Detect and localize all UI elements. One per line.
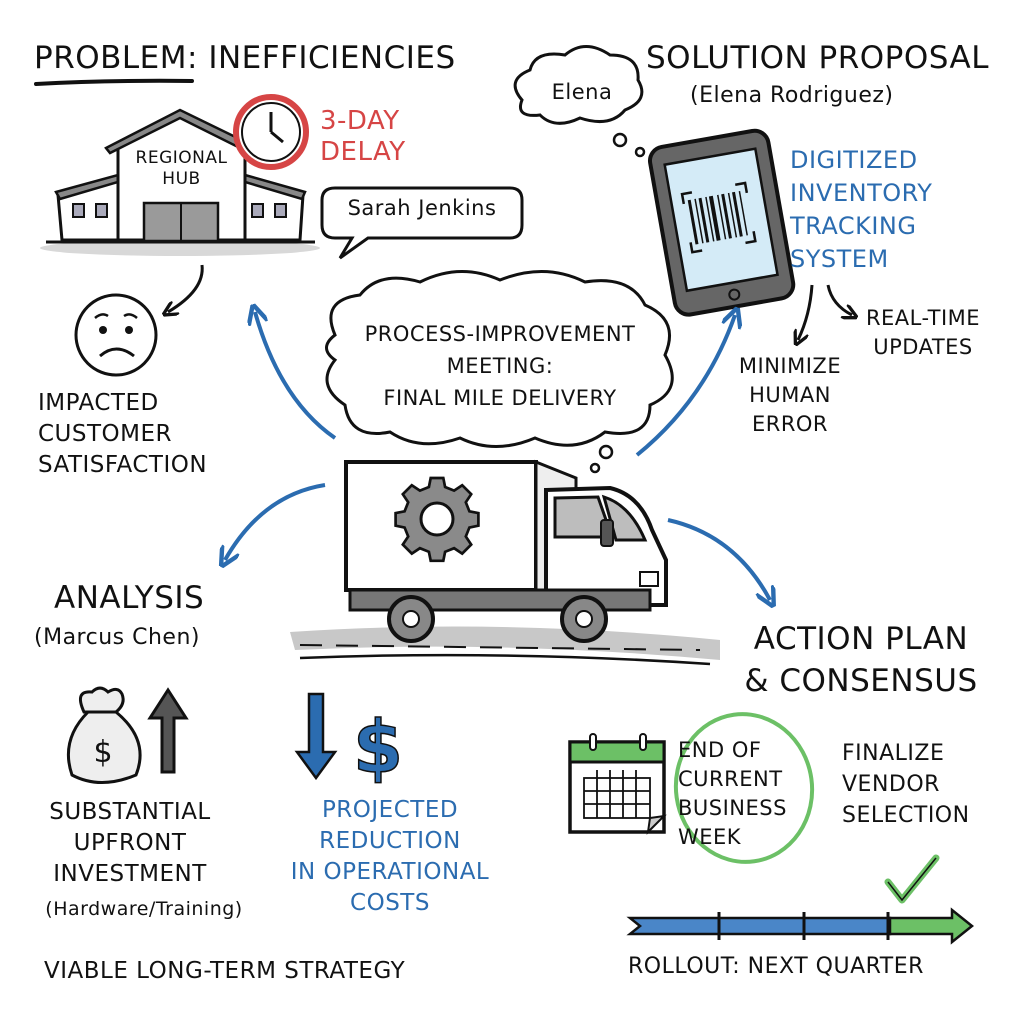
arrow-to-analysis	[225, 483, 326, 560]
sad-face-icon	[74, 293, 158, 377]
arrow-to-problem	[255, 312, 337, 440]
highlight-circle	[673, 712, 815, 864]
tablet-icon	[647, 128, 796, 317]
arrow-up-icon	[147, 687, 189, 774]
action-heading: ACTION PLAN & CONSENSUS	[744, 621, 978, 699]
warehouse-icon	[40, 108, 320, 256]
road	[290, 626, 720, 666]
timeline-label: ROLLOUT: NEXT QUARTER	[628, 954, 924, 979]
arrow-to-realtime	[826, 284, 852, 315]
arrow-to-minimize	[798, 284, 814, 340]
arrow-down-icon	[294, 692, 338, 781]
check-icon	[884, 854, 940, 904]
arrow-to-impact	[168, 264, 204, 312]
speaker-name: Sarah Jenkins	[347, 196, 497, 220]
deadline-label: END OF CURRENT BUSINESS WEEK	[678, 738, 787, 849]
problem-heading-main: PROBLEM	[34, 40, 188, 76]
meeting-cloud	[325, 270, 674, 448]
dollar-icon: $	[353, 705, 403, 789]
speech-bubble	[320, 186, 524, 260]
benefit-real-time: REAL-TIME UPDATES	[865, 306, 981, 359]
delay-label: 3-DAY DELAY	[320, 106, 406, 167]
title-underline	[34, 78, 194, 86]
impact-label: IMPACTED CUSTOMER SATISFACTION	[38, 390, 208, 478]
building-label: REGIONAL HUB	[135, 148, 228, 189]
arrow-to-solution	[635, 315, 735, 457]
solution-heading: SOLUTION PROPOSAL	[646, 40, 989, 76]
analysis-heading: ANALYSIS	[54, 580, 205, 616]
vendor-task-label: FINALIZE VENDOR SELECTION	[842, 741, 970, 828]
strategy-conclusion: VIABLE LONG-TERM STRATEGY	[44, 958, 406, 984]
gear-icon	[394, 476, 480, 563]
clock-icon	[233, 94, 309, 170]
truck-icon	[344, 459, 668, 643]
cost-label: SUBSTANTIAL UPFRONT INVESTMENT	[49, 799, 211, 887]
benefit-minimize-error: MINIMIZE HUMAN ERROR	[738, 354, 842, 436]
barcode-icon	[680, 181, 757, 254]
savings-label: PROJECTED REDUCTION IN OPERATIONAL COSTS	[290, 797, 490, 916]
meeting-title: PROCESS-IMPROVEMENT MEETING: FINAL MILE …	[364, 322, 636, 410]
thought-cloud-elena	[513, 45, 646, 158]
arrow-to-action	[667, 518, 770, 600]
system-label: DIGITIZED INVENTORY TRACKING SYSTEM	[790, 146, 933, 273]
analysis-presenter: (Marcus Chen)	[34, 625, 200, 650]
svg-text:$: $	[93, 735, 112, 770]
calendar-icon	[568, 733, 667, 835]
timeline-bar	[626, 907, 975, 945]
cost-detail: (Hardware/Training)	[45, 898, 243, 920]
money-bag-icon: $	[66, 686, 142, 784]
solution-presenter: (Elena Rodriguez)	[690, 83, 894, 108]
problem-heading: PROBLEM: INEFFICIENCIES	[34, 40, 456, 76]
thought-name: Elena	[551, 80, 613, 104]
problem-heading-rest: : INEFFICIENCIES	[187, 40, 456, 76]
